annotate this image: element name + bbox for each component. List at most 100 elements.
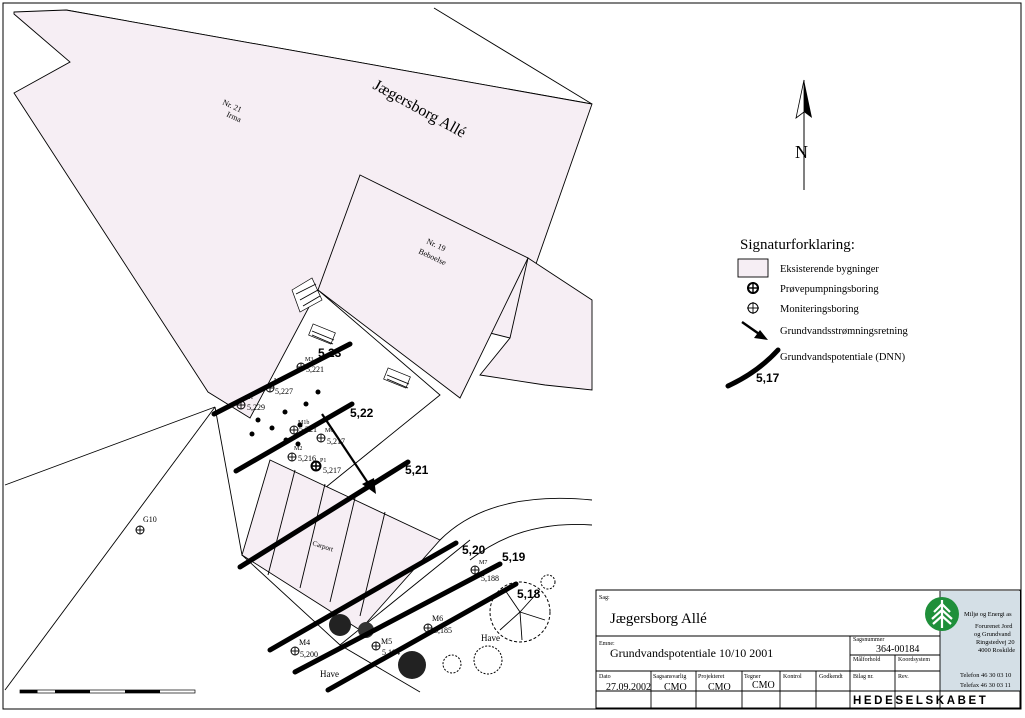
scale-bar bbox=[19, 689, 196, 694]
svg-text:M2: M2 bbox=[274, 378, 282, 384]
org-phone: Telefon 46 30 03 10 bbox=[960, 672, 1011, 679]
projekteret-label: Projekteret bbox=[698, 674, 725, 680]
contour-label: 5,20 bbox=[462, 543, 486, 557]
org-line: 4000 Roskilde bbox=[978, 647, 1015, 654]
pump-borehole: P1 5,217 bbox=[310, 458, 341, 475]
contour-line bbox=[267, 540, 459, 653]
hedeselskabet-logo-icon bbox=[925, 597, 959, 631]
projekteret-value: CMO bbox=[708, 682, 731, 693]
svg-text:5,227: 5,227 bbox=[275, 387, 293, 396]
monitoring-borehole: M1b 5,221 bbox=[289, 420, 317, 435]
contour-line-icon bbox=[725, 347, 781, 389]
pump-borehole-icon bbox=[747, 282, 759, 294]
sagsansvarlig-label: Sagsansvarlig bbox=[653, 674, 686, 680]
sagsnummer-label: Sagsnummer bbox=[853, 637, 884, 643]
building-swatch-icon bbox=[737, 258, 769, 278]
svg-text:M7: M7 bbox=[479, 560, 487, 566]
stairs bbox=[291, 277, 323, 313]
monitoring-borehole: G10 bbox=[135, 515, 157, 535]
legend-label: Grundvandspotentiale (DNN) bbox=[780, 352, 906, 363]
svg-text:M4: M4 bbox=[299, 638, 310, 647]
contour-line bbox=[292, 561, 503, 675]
contour-line bbox=[211, 341, 353, 417]
monitoring-borehole: M2 5,216 bbox=[287, 446, 316, 463]
tree-cluster bbox=[329, 574, 556, 679]
boundary-line bbox=[4, 406, 216, 691]
svg-text:5,188: 5,188 bbox=[481, 574, 499, 583]
contour-label: 5,19 bbox=[502, 550, 526, 564]
bilag-label: Bilag nr. bbox=[853, 674, 874, 680]
svg-text:5,184: 5,184 bbox=[382, 648, 400, 657]
garden-label: Have bbox=[481, 633, 500, 643]
contour-label: 5,18 bbox=[517, 587, 541, 601]
org-line: Ringstedvej 20 bbox=[976, 639, 1015, 646]
svg-text:5,221: 5,221 bbox=[306, 365, 324, 374]
svg-text:M6: M6 bbox=[325, 428, 333, 434]
steps bbox=[308, 323, 411, 389]
contour-line bbox=[325, 581, 519, 693]
monitoring-borehole: M1 5,229 bbox=[236, 395, 265, 412]
dato-value: 27.09.2002 bbox=[606, 682, 651, 693]
legend: Signaturforklaring: Eksisterende bygning… bbox=[725, 237, 908, 389]
borehole-markers: M3 5,221 M2 5,227 M1 5,229 M1b 5,221 M6 … bbox=[135, 357, 499, 659]
svg-text:5,217: 5,217 bbox=[327, 437, 345, 446]
svg-text:5,185: 5,185 bbox=[434, 626, 452, 635]
brand-name: HEDESELSKABET bbox=[853, 695, 988, 707]
svg-text:M2: M2 bbox=[294, 446, 302, 452]
contour-line bbox=[233, 401, 355, 474]
svg-text:M3: M3 bbox=[305, 357, 313, 363]
contour-label: 5,22 bbox=[350, 406, 374, 420]
svg-text:5,200: 5,200 bbox=[300, 650, 318, 659]
koordsystem-label: Koordsystem bbox=[898, 657, 930, 663]
godkendt-label: Godkendt bbox=[819, 674, 843, 680]
monitoring-borehole: M4 5,200 bbox=[290, 638, 318, 659]
monitoring-borehole: M3 5,221 bbox=[296, 357, 324, 374]
svg-text:5,217: 5,217 bbox=[323, 466, 341, 475]
legend-title: Signaturforklaring: bbox=[740, 237, 855, 253]
svg-text:5,216: 5,216 bbox=[298, 454, 316, 463]
monitoring-borehole: M7 5,188 bbox=[470, 560, 499, 583]
monitoring-borehole: M6 5,185 bbox=[423, 614, 452, 635]
garden-label: Have bbox=[320, 669, 339, 679]
org-fax: Telefax 46 30 03 11 bbox=[960, 682, 1011, 689]
emne-value: Grundvandspotentiale 10/10 2001 bbox=[610, 646, 773, 660]
contour-label: 5,23 bbox=[318, 346, 342, 360]
contour-line bbox=[237, 459, 411, 570]
legend-label: Grundvandsstrømningsretning bbox=[780, 326, 908, 337]
flow-arrow-icon bbox=[321, 413, 376, 494]
svg-text:5,221: 5,221 bbox=[299, 425, 317, 434]
driveway-curve bbox=[469, 524, 593, 561]
svg-text:M1b: M1b bbox=[298, 420, 309, 426]
title-block: Sag: Jægersborg Allé Emne: Grundvandspot… bbox=[595, 589, 1021, 709]
svg-text:G10: G10 bbox=[143, 515, 157, 524]
boundary-line bbox=[214, 289, 441, 556]
north-arrow-icon: N bbox=[795, 79, 812, 190]
sag-value: Jægersborg Allé bbox=[610, 611, 707, 627]
sagsansvarlig-value: CMO bbox=[664, 682, 687, 693]
tegner-label: Tegner bbox=[744, 674, 761, 680]
legend-contour-value: 5,17 bbox=[756, 371, 780, 385]
sag-label: Sag: bbox=[599, 595, 610, 601]
sagsnummer-value: 364-00184 bbox=[876, 644, 919, 655]
contour-label: 5,21 bbox=[405, 463, 429, 477]
legend-label: Prøvepumpningsboring bbox=[780, 284, 879, 295]
emne-label: Emne: bbox=[599, 641, 615, 647]
monitoring-borehole: M2 5,227 bbox=[265, 378, 293, 396]
svg-text:M6: M6 bbox=[432, 614, 443, 623]
legend-label: Moniteringsboring bbox=[780, 304, 859, 315]
tegner-value: CMO bbox=[752, 680, 775, 691]
north-label: N bbox=[795, 142, 808, 162]
dato-label: Dato bbox=[599, 674, 611, 680]
building-annex bbox=[479, 257, 593, 391]
driveway-curve bbox=[439, 497, 593, 541]
svg-text:5,229: 5,229 bbox=[247, 403, 265, 412]
rev-label: Rev. bbox=[898, 674, 909, 680]
kontrol-label: Kontrol bbox=[783, 674, 802, 680]
monitoring-borehole: M6 5,217 bbox=[316, 428, 345, 446]
svg-text:M5: M5 bbox=[381, 637, 392, 646]
svg-text:M1: M1 bbox=[245, 395, 253, 401]
legend-label: Eksisterende bygninger bbox=[780, 264, 879, 275]
monitoring-borehole-icon bbox=[747, 302, 759, 314]
